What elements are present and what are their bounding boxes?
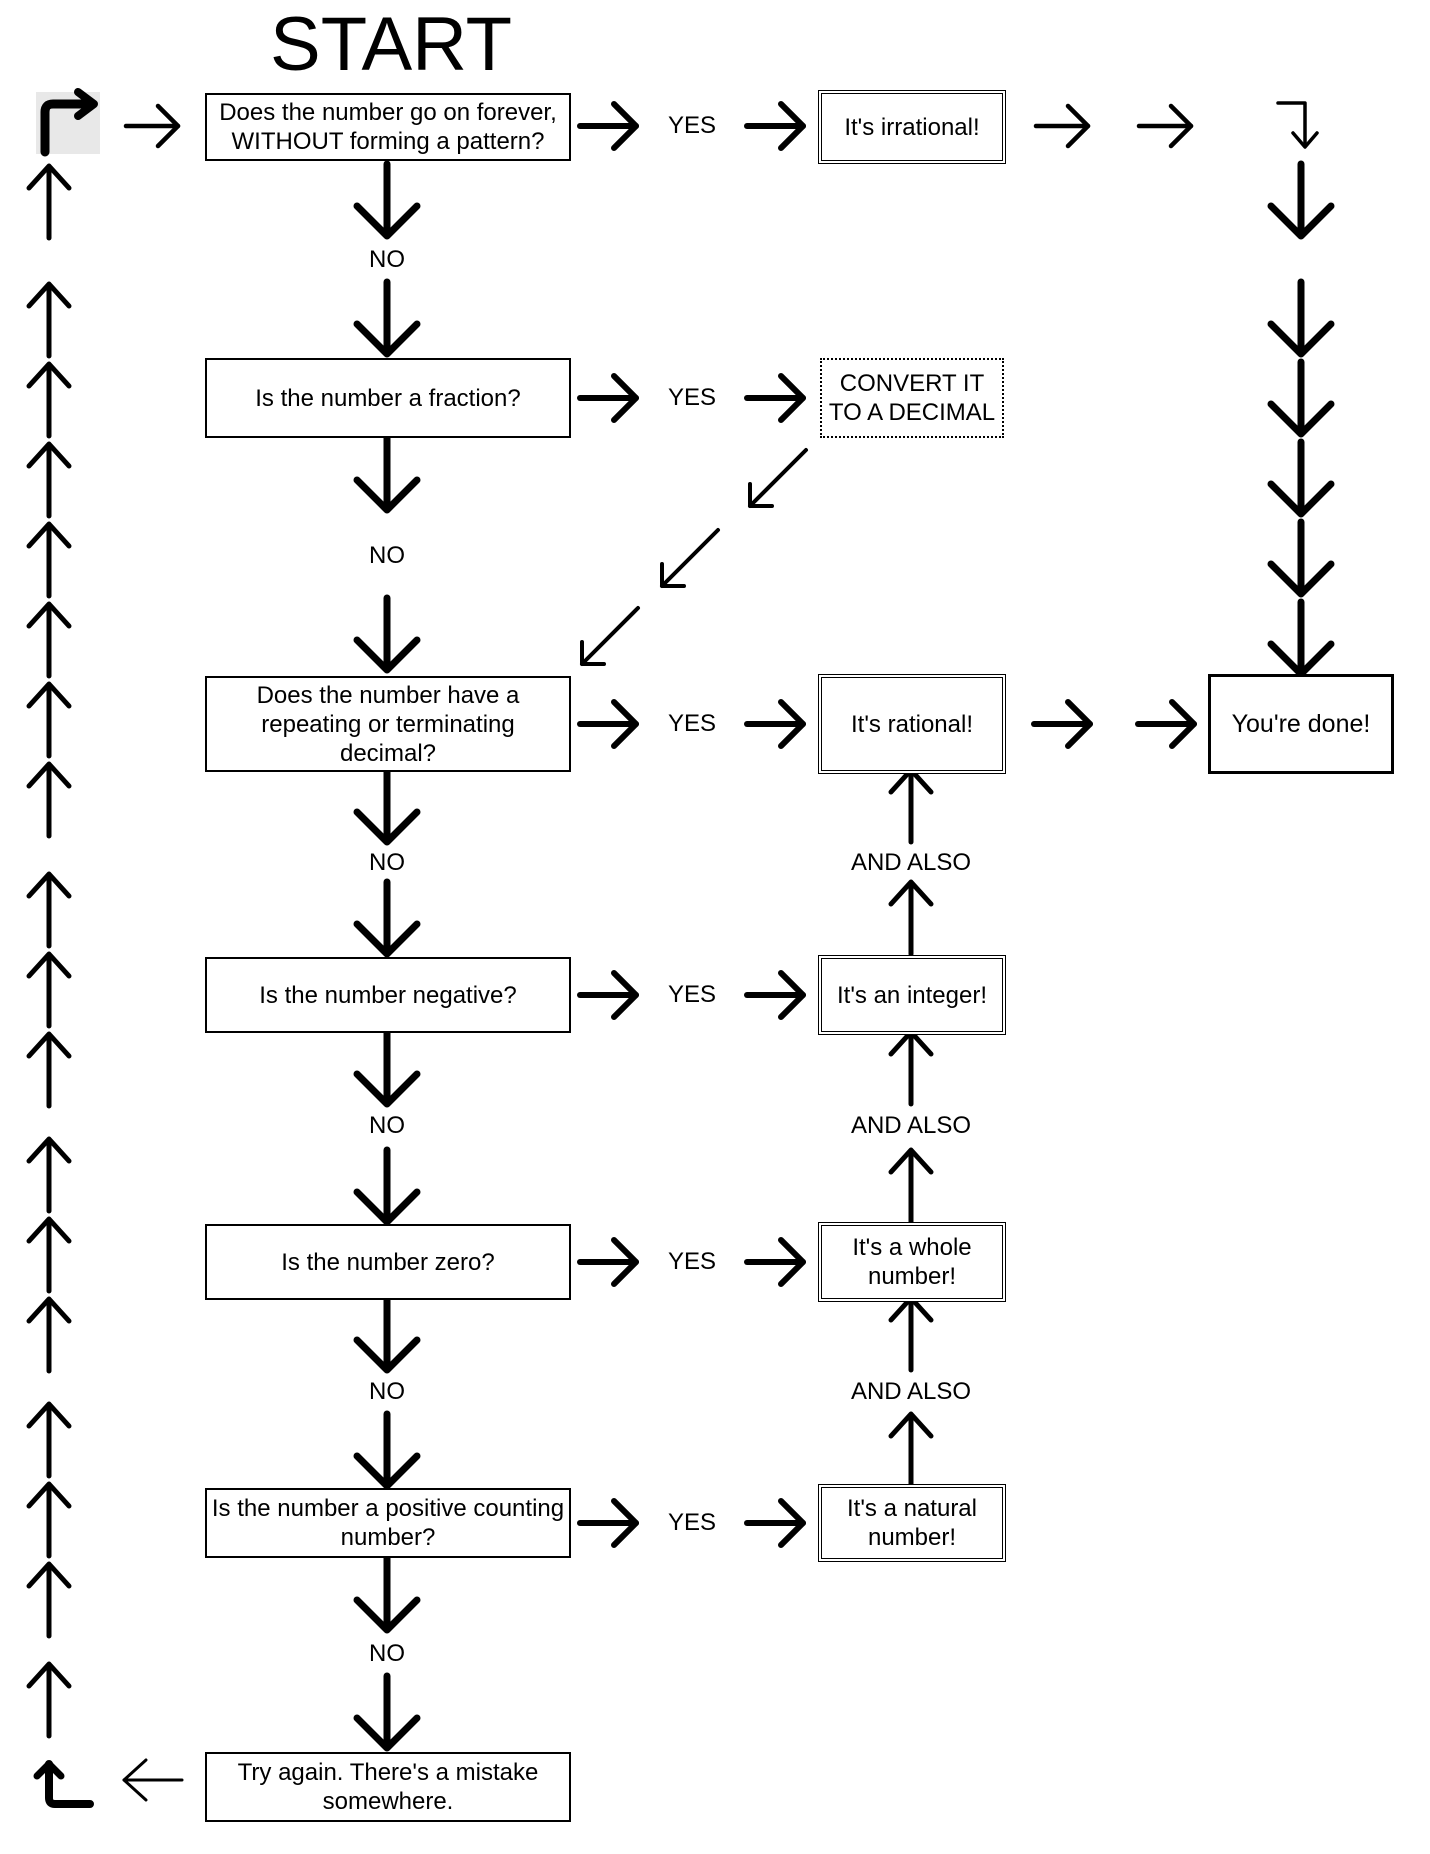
question-negative: Is the number negative?: [205, 957, 571, 1033]
no-label: NO: [369, 542, 405, 569]
question-irrational-pattern: Does the number go on forever, WITHOUT f…: [205, 93, 571, 161]
convert-to-decimal-box: CONVERT IT TO A DECIMAL: [820, 358, 1004, 438]
start-title: START: [270, 2, 513, 87]
result-done: You're done!: [1208, 674, 1394, 774]
result-natural-number: It's a natural number!: [818, 1484, 1006, 1562]
yes-label: YES: [667, 981, 717, 1008]
result-irrational: It's irrational!: [818, 90, 1006, 164]
yes-label: YES: [667, 112, 717, 139]
and-also-label: AND ALSO: [850, 849, 972, 876]
yes-label: YES: [667, 1248, 717, 1275]
no-label: NO: [369, 246, 405, 273]
and-also-label: AND ALSO: [850, 1378, 972, 1405]
no-label: NO: [369, 1112, 405, 1139]
no-label: NO: [369, 849, 405, 876]
yes-label: YES: [667, 710, 717, 737]
result-whole-number: It's a whole number!: [818, 1222, 1006, 1302]
question-zero: Is the number zero?: [205, 1224, 571, 1300]
try-again-box: Try again. There's a mistake somewhere.: [205, 1752, 571, 1822]
result-integer: It's an integer!: [818, 955, 1006, 1035]
yes-label: YES: [667, 1509, 717, 1536]
question-fraction: Is the number a fraction?: [205, 358, 571, 438]
question-positive-counting: Is the number a positive counting number…: [205, 1488, 571, 1558]
no-label: NO: [369, 1378, 405, 1405]
question-repeating-decimal: Does the number have a repeating or term…: [205, 676, 571, 772]
and-also-label: AND ALSO: [850, 1112, 972, 1139]
no-label: NO: [369, 1640, 405, 1667]
result-rational: It's rational!: [818, 674, 1006, 774]
yes-label: YES: [667, 384, 717, 411]
